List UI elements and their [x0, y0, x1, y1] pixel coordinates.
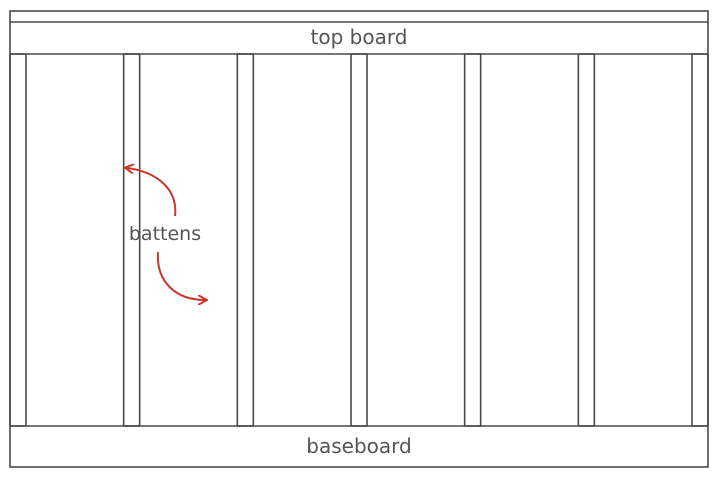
- batten-2: [122, 53, 141, 427]
- batten-5: [463, 53, 482, 427]
- baseboard-label: baseboard: [306, 434, 411, 458]
- batten-7: [691, 53, 709, 427]
- batten-6: [577, 53, 596, 427]
- batten-3: [236, 53, 255, 427]
- top-board-label: top board: [311, 25, 408, 49]
- battens-callout-label: battens: [129, 223, 201, 245]
- batten-1: [9, 53, 27, 427]
- battens-group: [9, 53, 709, 427]
- batten-4: [350, 53, 368, 427]
- callout-arrow-up: [127, 168, 177, 217]
- wall-frame: [9, 10, 709, 468]
- callout-arrow-down: [156, 251, 205, 300]
